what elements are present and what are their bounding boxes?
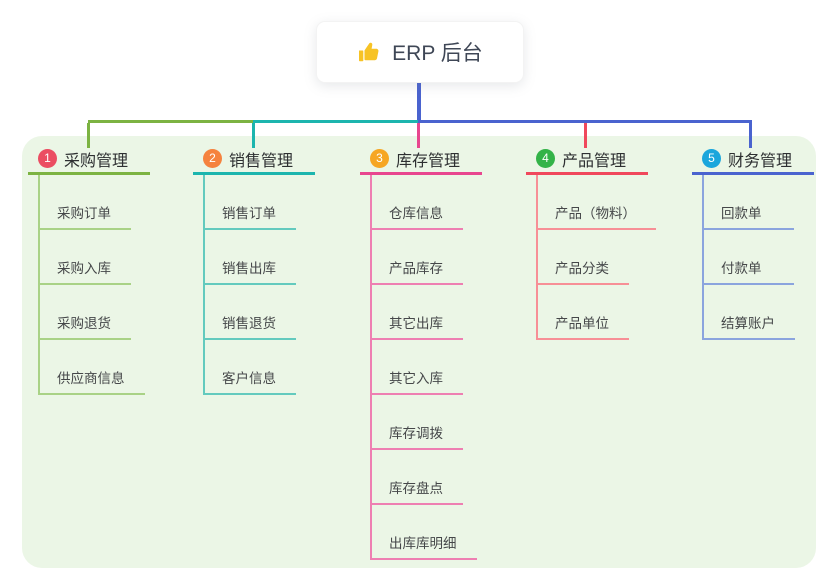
branch-number: 4 — [542, 151, 549, 165]
connector-drop-line — [87, 123, 90, 148]
branch-title[interactable]: 2 销售管理 — [193, 145, 315, 175]
branch-item-label: 出库库明细 — [389, 536, 457, 551]
branch-1: 1 采购管理 采购订单 采购入库 采购退货 供应商信息 — [28, 145, 168, 395]
branch-item-label: 客户信息 — [222, 371, 276, 386]
root-node[interactable]: ERP 后台 — [316, 21, 524, 83]
branch-2: 2 销售管理 销售订单 销售出库 销售退货 客户信息 — [193, 145, 333, 395]
connector-segment-mid — [253, 120, 418, 123]
connector-drop-line — [252, 123, 255, 148]
branch-items: 采购订单 采购入库 采购退货 供应商信息 — [38, 175, 168, 395]
branch-number-badge: 5 — [702, 149, 721, 168]
branches-panel — [22, 136, 816, 568]
branch-item[interactable]: 客户信息 — [205, 340, 296, 395]
branch-item-label: 其它入库 — [389, 371, 443, 386]
connector-drop-line — [417, 123, 420, 148]
root-connector-line — [417, 81, 421, 122]
connector-drop-line — [584, 123, 587, 148]
branch-title[interactable]: 5 财务管理 — [692, 145, 814, 175]
branch-item[interactable]: 采购退货 — [40, 285, 131, 340]
branch-item-label: 供应商信息 — [57, 371, 125, 386]
branch-item[interactable]: 销售退货 — [205, 285, 296, 340]
branch-item[interactable]: 其它入库 — [372, 340, 463, 395]
branch-number-badge: 3 — [370, 149, 389, 168]
branch-item-label: 产品（物料） — [555, 206, 636, 221]
branch-item-label: 回款单 — [721, 206, 762, 221]
branch-number: 5 — [708, 151, 715, 165]
branch-number-badge: 2 — [203, 149, 222, 168]
branch-items: 回款单 付款单 结算账户 — [702, 175, 832, 340]
branch-label: 产品管理 — [562, 152, 627, 170]
branch-item-label: 销售退货 — [222, 316, 276, 331]
branch-item[interactable]: 产品单位 — [538, 285, 629, 340]
branch-number-badge: 1 — [38, 149, 57, 168]
branch-item-label: 产品单位 — [555, 316, 609, 331]
branch-item[interactable]: 采购订单 — [40, 175, 131, 230]
branch-item-label: 销售订单 — [222, 206, 276, 221]
branch-title[interactable]: 3 库存管理 — [360, 145, 482, 175]
branch-item[interactable]: 采购入库 — [40, 230, 131, 285]
branch-label: 销售管理 — [229, 152, 294, 170]
branch-item-label: 销售出库 — [222, 261, 276, 276]
branch-item[interactable]: 库存盘点 — [372, 450, 463, 505]
branch-item[interactable]: 销售出库 — [205, 230, 296, 285]
branch-number: 3 — [376, 151, 383, 165]
root-label: ERP 后台 — [392, 42, 483, 65]
branch-item-label: 采购入库 — [57, 261, 111, 276]
branch-item[interactable]: 产品（物料） — [538, 175, 656, 230]
branch-item[interactable]: 仓库信息 — [372, 175, 463, 230]
branch-5: 5 财务管理 回款单 付款单 结算账户 — [692, 145, 832, 340]
branch-item[interactable]: 付款单 — [704, 230, 794, 285]
branch-3: 3 库存管理 仓库信息 产品库存 其它出库 其它入库 库存调拨 库存盘点 出库库… — [360, 145, 500, 560]
branch-number: 2 — [209, 151, 216, 165]
thumbs-up-icon — [357, 40, 381, 64]
branch-title[interactable]: 1 采购管理 — [28, 145, 150, 175]
branch-items: 产品（物料） 产品分类 产品单位 — [536, 175, 666, 340]
branch-item[interactable]: 库存调拨 — [372, 395, 463, 450]
branch-item-label: 其它出库 — [389, 316, 443, 331]
connector-segment-right — [418, 120, 752, 123]
branch-item-label: 仓库信息 — [389, 206, 443, 221]
branch-item-label: 采购订单 — [57, 206, 111, 221]
branch-item[interactable]: 结算账户 — [704, 285, 795, 340]
branch-label: 采购管理 — [64, 152, 129, 170]
branch-label: 财务管理 — [728, 152, 793, 170]
branch-item[interactable]: 回款单 — [704, 175, 794, 230]
branch-item[interactable]: 其它出库 — [372, 285, 463, 340]
branch-number: 1 — [44, 151, 51, 165]
branch-item-label: 产品分类 — [555, 261, 609, 276]
branch-item-label: 采购退货 — [57, 316, 111, 331]
branch-items: 销售订单 销售出库 销售退货 客户信息 — [203, 175, 333, 395]
branch-title[interactable]: 4 产品管理 — [526, 145, 648, 175]
branch-item[interactable]: 销售订单 — [205, 175, 296, 230]
branch-item[interactable]: 出库库明细 — [372, 505, 477, 560]
branch-items: 仓库信息 产品库存 其它出库 其它入库 库存调拨 库存盘点 出库库明细 — [370, 175, 500, 560]
connector-drop-line — [749, 123, 752, 148]
branch-item-label: 结算账户 — [721, 316, 775, 331]
branch-item-label: 产品库存 — [389, 261, 443, 276]
branch-item-label: 库存调拨 — [389, 426, 443, 441]
branch-label: 库存管理 — [396, 152, 461, 170]
connector-segment-left — [88, 120, 253, 123]
branch-4: 4 产品管理 产品（物料） 产品分类 产品单位 — [526, 145, 666, 340]
branch-item-label: 付款单 — [721, 261, 762, 276]
branch-item[interactable]: 产品分类 — [538, 230, 629, 285]
branch-item[interactable]: 产品库存 — [372, 230, 463, 285]
branch-item-label: 库存盘点 — [389, 481, 443, 496]
branch-number-badge: 4 — [536, 149, 555, 168]
branch-item[interactable]: 供应商信息 — [40, 340, 145, 395]
